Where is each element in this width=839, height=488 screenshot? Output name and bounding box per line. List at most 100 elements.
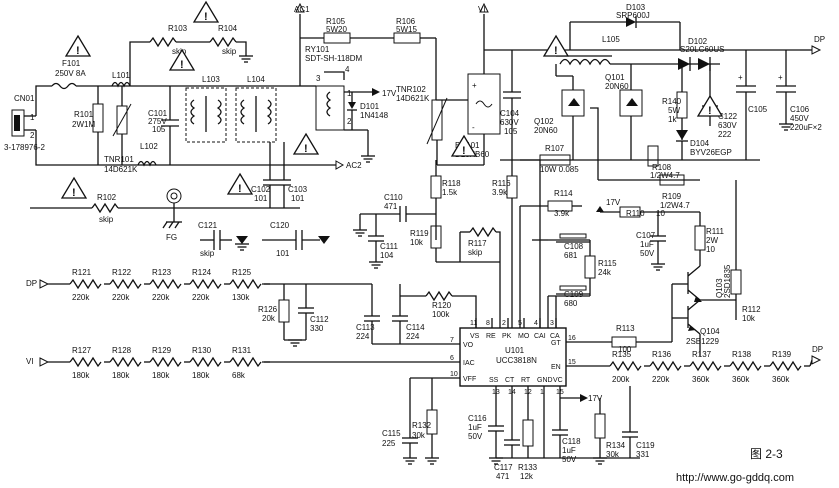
c110-value: 471 xyxy=(384,202,398,211)
c101-value1: 275V xyxy=(148,117,167,126)
r117-symbol xyxy=(469,226,497,238)
l105-ref: L105 xyxy=(602,35,620,44)
resistor-ref: R125 xyxy=(232,268,252,277)
ic-u101 xyxy=(459,327,567,387)
c118-value1: 1uF xyxy=(562,446,576,455)
warning-triangle-icon xyxy=(64,34,92,57)
v17-label-mid: 17V xyxy=(606,198,621,207)
q101-ref: Q101 xyxy=(605,73,625,82)
ic-pin-num: 3 xyxy=(550,320,554,327)
resistor-ref: R124 xyxy=(192,268,212,277)
d102-value: S20LC60US xyxy=(680,45,724,54)
r120-ref: R120 xyxy=(432,301,452,310)
ic-pin-name: IAC xyxy=(463,360,475,367)
resistor-value: 220k xyxy=(652,375,670,384)
q102-mosfet xyxy=(561,76,585,160)
connector-cn01: CN01 1 2 3-178976-2 xyxy=(4,94,45,152)
c122-value2: 222 xyxy=(718,130,732,139)
r118-value: 1.5k xyxy=(442,188,458,197)
dp-label-top: DP xyxy=(814,35,825,44)
c118-value2: 50V xyxy=(562,455,577,464)
c122-value1: 630V xyxy=(718,121,737,130)
resistor-symbol xyxy=(69,278,102,290)
c120-ref: C120 xyxy=(270,221,290,230)
ic-pin-num: 1 xyxy=(540,389,544,396)
c104-value2: 105 xyxy=(504,127,518,136)
resistor-value: 180k xyxy=(152,371,170,380)
r112-ref: R112 xyxy=(742,305,761,314)
r108-symbol xyxy=(647,145,659,167)
l101-ref: L101 xyxy=(112,71,130,80)
r108-ref: R108 xyxy=(652,163,672,172)
r104-value: skip xyxy=(222,47,237,56)
r101-ref: R101 xyxy=(74,110,94,119)
c109-value: 680 xyxy=(564,299,578,308)
c104-ref: C104 xyxy=(500,109,520,118)
r140-value1: 5W xyxy=(668,106,680,115)
c103-ref: C103 xyxy=(288,185,308,194)
c104-value1: 630V xyxy=(500,118,519,127)
r111-value2: 10 xyxy=(706,245,715,254)
r134-ref: R134 xyxy=(606,441,626,450)
q103-value: 2SD1835 xyxy=(723,264,732,298)
r107-value: 10W 0.085 xyxy=(540,165,579,174)
q103-transistor xyxy=(687,250,702,302)
r132-value: 30k xyxy=(412,431,426,440)
ic-part: UCC3818N xyxy=(496,356,537,365)
r133-ref: R133 xyxy=(518,463,538,472)
r119-value: 10k xyxy=(410,238,424,247)
c101-value2: 105 xyxy=(152,125,166,134)
warning-triangle-icon xyxy=(192,0,220,23)
r113-ref: R113 xyxy=(616,324,635,333)
r106-symbol xyxy=(393,32,421,44)
r114-value: 3.9k xyxy=(554,209,570,218)
r140-value2: 1k xyxy=(668,115,677,124)
resistor-symbol xyxy=(689,360,722,372)
c112-value: 330 xyxy=(310,324,324,333)
r112-value: 10k xyxy=(742,314,756,323)
r105-symbol xyxy=(323,32,351,44)
ic-pin-num: 11 xyxy=(470,320,477,327)
resistor-ref: R135 xyxy=(612,350,632,359)
resistor-value: 360k xyxy=(772,375,790,384)
r102-symbol xyxy=(91,202,119,214)
warning-triangle-icon xyxy=(60,176,88,199)
resistor-symbol xyxy=(149,278,182,290)
d103-value: SRP600J xyxy=(616,11,650,20)
warning-mark: ! xyxy=(76,45,80,57)
resistor-value: 180k xyxy=(192,371,210,380)
r133-symbol xyxy=(522,419,534,447)
website-watermark: http://www.go-gddq.com xyxy=(676,472,794,484)
ic-pin-num: 6 xyxy=(450,355,454,362)
r111-symbol xyxy=(694,225,706,251)
c120-value: 101 xyxy=(276,249,290,258)
l103-choke xyxy=(185,87,227,143)
c119-ref: C119 xyxy=(636,441,655,450)
c106-value2: 220uF×2 xyxy=(790,123,822,132)
resistor-symbol xyxy=(189,278,222,290)
ic-pin-name: MO xyxy=(518,333,530,340)
d101-value: 1N4148 xyxy=(360,111,389,120)
c106-plus: + xyxy=(778,73,783,82)
warning-triangle-icon xyxy=(168,48,196,71)
d104-value: BYV26EGP xyxy=(690,148,732,157)
warning-mark: ! xyxy=(708,105,712,117)
warning-triangles: !!!!!!!!! xyxy=(60,0,724,199)
warning-triangle-icon xyxy=(292,132,320,155)
warning-mark: ! xyxy=(72,187,76,199)
resistor-symbol xyxy=(109,356,142,368)
resistor-ref: R139 xyxy=(772,350,792,359)
d104-ref: D104 xyxy=(690,139,710,148)
resistor-symbol xyxy=(729,360,762,372)
resistor-ref: R123 xyxy=(152,268,172,277)
resistor-value: 220k xyxy=(112,293,130,302)
r101-value: 2W1M xyxy=(72,120,95,129)
tnr102-value: 14D621K xyxy=(396,94,430,103)
r126-ref: R126 xyxy=(258,305,278,314)
r114-ref: R114 xyxy=(554,189,573,198)
resistor-ref: R127 xyxy=(72,346,92,355)
ic-pin-name: GT xyxy=(551,340,561,347)
r126-value: 20k xyxy=(262,314,276,323)
